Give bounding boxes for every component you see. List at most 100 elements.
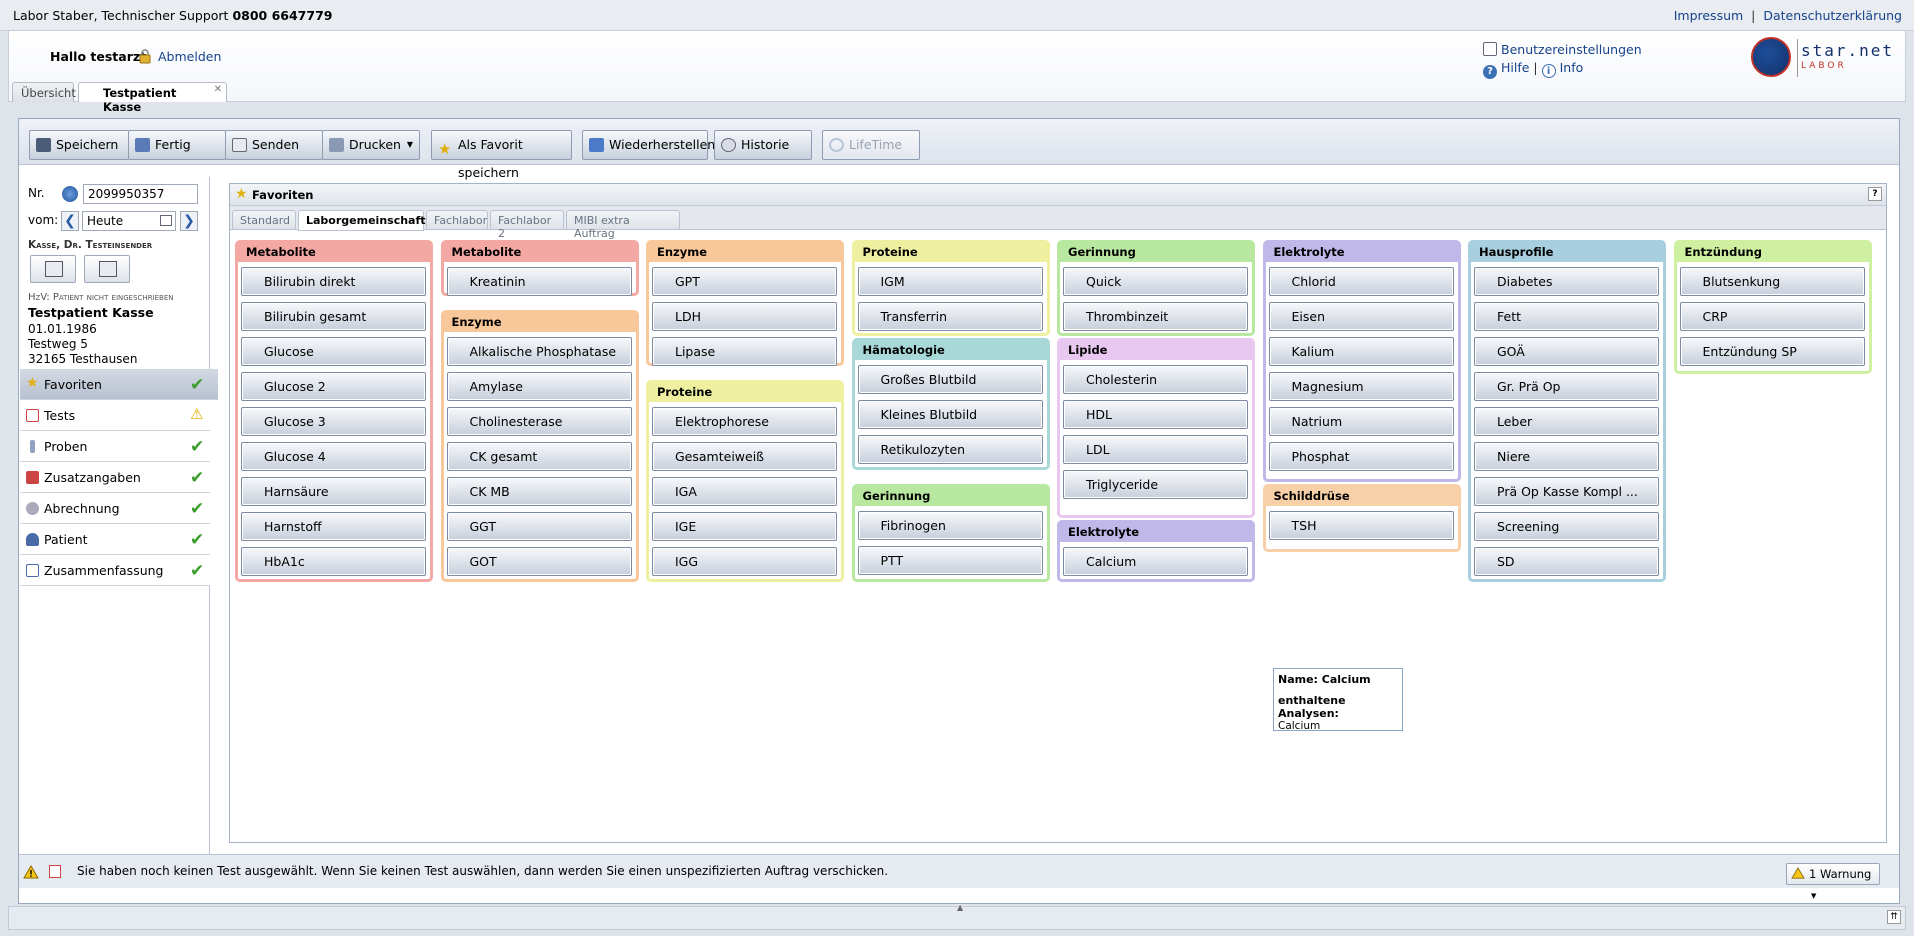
test-button[interactable]: Retikulozyten <box>857 435 1043 464</box>
test-button[interactable]: Cholinesterase <box>446 407 632 436</box>
date-field[interactable]: Heute <box>82 211 176 231</box>
send-button[interactable]: Senden <box>225 130 323 160</box>
test-button[interactable]: GGT <box>446 512 632 541</box>
test-button[interactable]: Glucose 4 <box>241 442 426 471</box>
test-button[interactable]: TSH <box>1268 511 1454 540</box>
logout-link[interactable]: Abmelden <box>158 49 222 64</box>
save-button[interactable]: Speichern <box>29 130 129 160</box>
test-button[interactable]: LDH <box>652 302 837 331</box>
nav-proben[interactable]: Proben✔ <box>20 431 210 462</box>
test-button[interactable]: Glucose 3 <box>241 407 426 436</box>
test-button[interactable]: Entzündung SP <box>1679 337 1865 366</box>
test-button[interactable]: IGA <box>652 477 837 506</box>
next-day-button[interactable]: ❯ <box>180 211 198 231</box>
test-button[interactable]: Großes Blutbild <box>857 365 1043 394</box>
test-button[interactable]: Kreatinin <box>446 267 632 296</box>
test-button[interactable]: IGE <box>652 512 837 541</box>
test-button[interactable]: Harnstoff <box>241 512 426 541</box>
tab-uebersicht[interactable]: Übersicht <box>12 82 76 102</box>
test-button[interactable]: Bilirubin direkt <box>241 267 426 296</box>
nav-tests[interactable]: Tests⚠ <box>20 400 210 431</box>
tab-testpatient[interactable]: Testpatient Kasse ✕ <box>78 82 227 114</box>
test-button[interactable]: Natrium <box>1268 407 1454 436</box>
test-button[interactable]: HDL <box>1063 400 1248 429</box>
test-button[interactable]: Bilirubin gesamt <box>241 302 426 331</box>
test-button[interactable]: Screening <box>1474 512 1659 541</box>
chevron-down-icon[interactable]: ▼ <box>406 140 413 149</box>
restore-button[interactable]: Wiederherstellen <box>582 130 715 160</box>
tab-standard[interactable]: Standard <box>232 210 296 230</box>
test-button[interactable]: Kalium <box>1268 337 1454 366</box>
favorite-button[interactable]: ★Als Favorit speichern <box>431 130 572 180</box>
nr-field[interactable]: 2099950357 <box>83 184 198 204</box>
test-button[interactable]: Fett <box>1474 302 1659 331</box>
nav-abrechnung[interactable]: Abrechnung✔ <box>20 493 210 524</box>
help-link[interactable]: ?Hilfe <box>1483 60 1529 79</box>
collapse-handle-icon[interactable]: ▲ <box>957 903 964 912</box>
nav-zusatzangaben[interactable]: Zusatzangaben✔ <box>20 462 210 493</box>
warning-dropdown-button[interactable]: 1 Warnung ▼ <box>1786 863 1880 900</box>
test-button[interactable]: IGM <box>857 267 1043 296</box>
test-button[interactable]: Gr. Prä Op <box>1474 372 1659 401</box>
test-button[interactable]: Kleines Blutbild <box>857 400 1043 429</box>
test-button[interactable]: Harnsäure <box>241 477 426 506</box>
tab-fachlabor[interactable]: Fachlabor <box>426 210 488 230</box>
test-button[interactable]: GOT <box>446 547 632 576</box>
test-button[interactable]: Niere <box>1474 442 1659 471</box>
test-button[interactable]: Transferrin <box>857 302 1043 331</box>
test-button[interactable]: Triglyceride <box>1063 470 1248 499</box>
test-button[interactable]: Glucose 2 <box>241 372 426 401</box>
hzv-button[interactable] <box>84 255 130 283</box>
tab-mibi-extra[interactable]: MIBI extra Auftrag <box>566 210 680 240</box>
datenschutz-link[interactable]: Datenschutzerklärung <box>1763 8 1902 23</box>
test-button[interactable]: GOÄ <box>1474 337 1659 366</box>
close-tab-icon[interactable]: ✕ <box>213 84 222 95</box>
impressum-link[interactable]: Impressum <box>1673 8 1744 23</box>
test-button[interactable]: Amylase <box>446 372 632 401</box>
scroll-top-icon[interactable]: ⇈ <box>1887 910 1901 924</box>
test-button[interactable]: Quick <box>1063 267 1248 296</box>
test-button[interactable]: LDL <box>1063 435 1248 464</box>
test-button[interactable]: CK MB <box>446 477 632 506</box>
document-button[interactable] <box>30 255 76 283</box>
test-button[interactable]: Prä Op Kasse Kompl ... <box>1474 477 1659 506</box>
test-button[interactable]: Cholesterin <box>1063 365 1248 394</box>
test-button[interactable]: Glucose <box>241 337 426 366</box>
test-button[interactable]: Chlorid <box>1268 267 1454 296</box>
test-button[interactable]: Fibrinogen <box>857 511 1043 540</box>
help-button[interactable]: ? <box>1868 187 1882 201</box>
test-button[interactable]: Blutsenkung <box>1679 267 1865 296</box>
test-button[interactable]: Alkalische Phosphatase <box>446 337 632 366</box>
test-button[interactable]: Diabetes <box>1474 267 1659 296</box>
nav-favoriten[interactable]: ★Favoriten✔ <box>20 369 218 400</box>
test-button[interactable]: GPT <box>652 267 837 296</box>
tab-fachlabor-2[interactable]: Fachlabor 2 <box>490 210 564 240</box>
prev-day-button[interactable]: ❮ <box>61 211 79 231</box>
test-button[interactable]: Elektrophorese <box>652 407 837 436</box>
nav-zusammenfassung[interactable]: Zusammenfassung✔ <box>20 555 210 586</box>
test-button[interactable]: Leber <box>1474 407 1659 436</box>
nav-patient[interactable]: Patient✔ <box>20 524 210 555</box>
settings-link[interactable]: Benutzereinstellungen <box>1483 41 1642 59</box>
test-button[interactable]: HbA1c <box>241 547 426 576</box>
print-button[interactable]: Drucken▼ <box>322 130 420 160</box>
calendar-icon[interactable] <box>160 215 172 226</box>
test-button[interactable]: Magnesium <box>1268 372 1454 401</box>
test-button[interactable]: SD <box>1474 547 1659 576</box>
history-button[interactable]: Historie <box>714 130 812 160</box>
test-button[interactable]: Calcium <box>1063 547 1248 576</box>
test-button[interactable]: Phosphat <box>1268 442 1454 471</box>
test-button[interactable]: Eisen <box>1268 302 1454 331</box>
test-button[interactable]: PTT <box>857 546 1043 575</box>
test-button[interactable]: Thrombinzeit <box>1063 302 1248 331</box>
test-button[interactable]: Gesamteiweiß <box>652 442 837 471</box>
test-button[interactable]: CK gesamt <box>446 442 632 471</box>
test-button[interactable]: CRP <box>1679 302 1865 331</box>
test-button[interactable]: IGG <box>652 547 837 576</box>
done-button[interactable]: Fertig <box>128 130 226 160</box>
tab-laborgemeinschaft[interactable]: Laborgemeinschaft <box>298 210 426 231</box>
test-button[interactable]: Lipase <box>652 337 837 366</box>
